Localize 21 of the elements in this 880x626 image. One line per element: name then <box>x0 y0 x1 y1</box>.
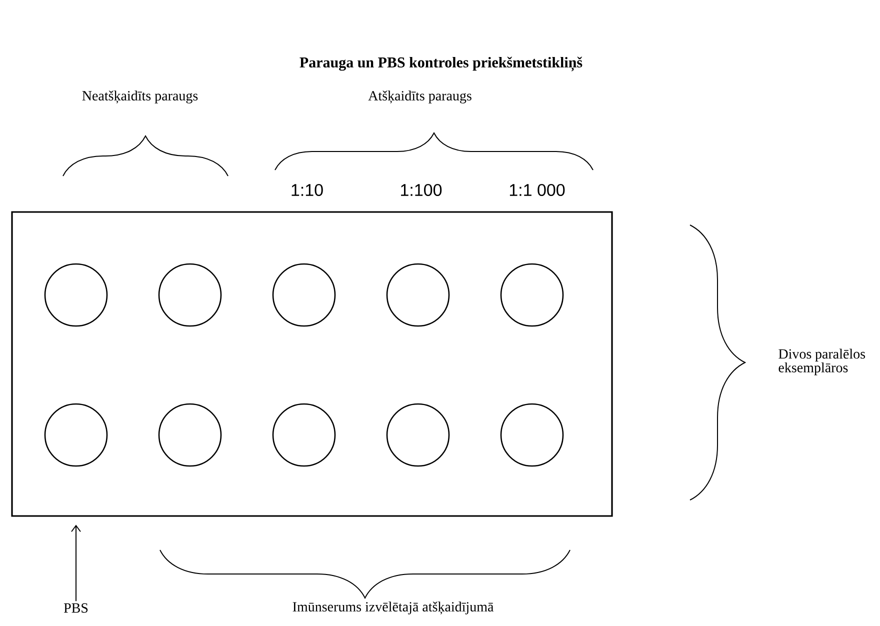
dilution-label: 1:100 <box>401 184 442 196</box>
well-circle <box>158 263 222 327</box>
well-circle <box>272 263 336 327</box>
well-circle <box>386 403 450 467</box>
bracket-label: Atšķaidīts paraugs <box>368 90 472 104</box>
well-circle <box>500 403 564 467</box>
well-circle <box>44 403 108 467</box>
well-circle <box>44 263 108 327</box>
title: Parauga un PBS kontroles priekšmetstikliņš <box>300 56 582 72</box>
well-circle <box>272 403 336 467</box>
bracket-label: Imūnserums izvēlētajā atšķaidījumā <box>292 602 494 614</box>
well-circle <box>158 403 222 467</box>
well-circle <box>386 263 450 327</box>
dilution-label: 1:1 000 <box>510 184 565 196</box>
bracket-label: Divos paralēlos eksemplāros <box>778 348 866 376</box>
slide-box <box>11 211 613 517</box>
arrow <box>71 524 81 602</box>
well-circle <box>500 263 564 327</box>
node-label: PBS <box>64 603 88 613</box>
bracket-label: Neatšķaidīts paraugs <box>82 90 198 104</box>
dilution-label: 1:10 <box>292 184 323 196</box>
